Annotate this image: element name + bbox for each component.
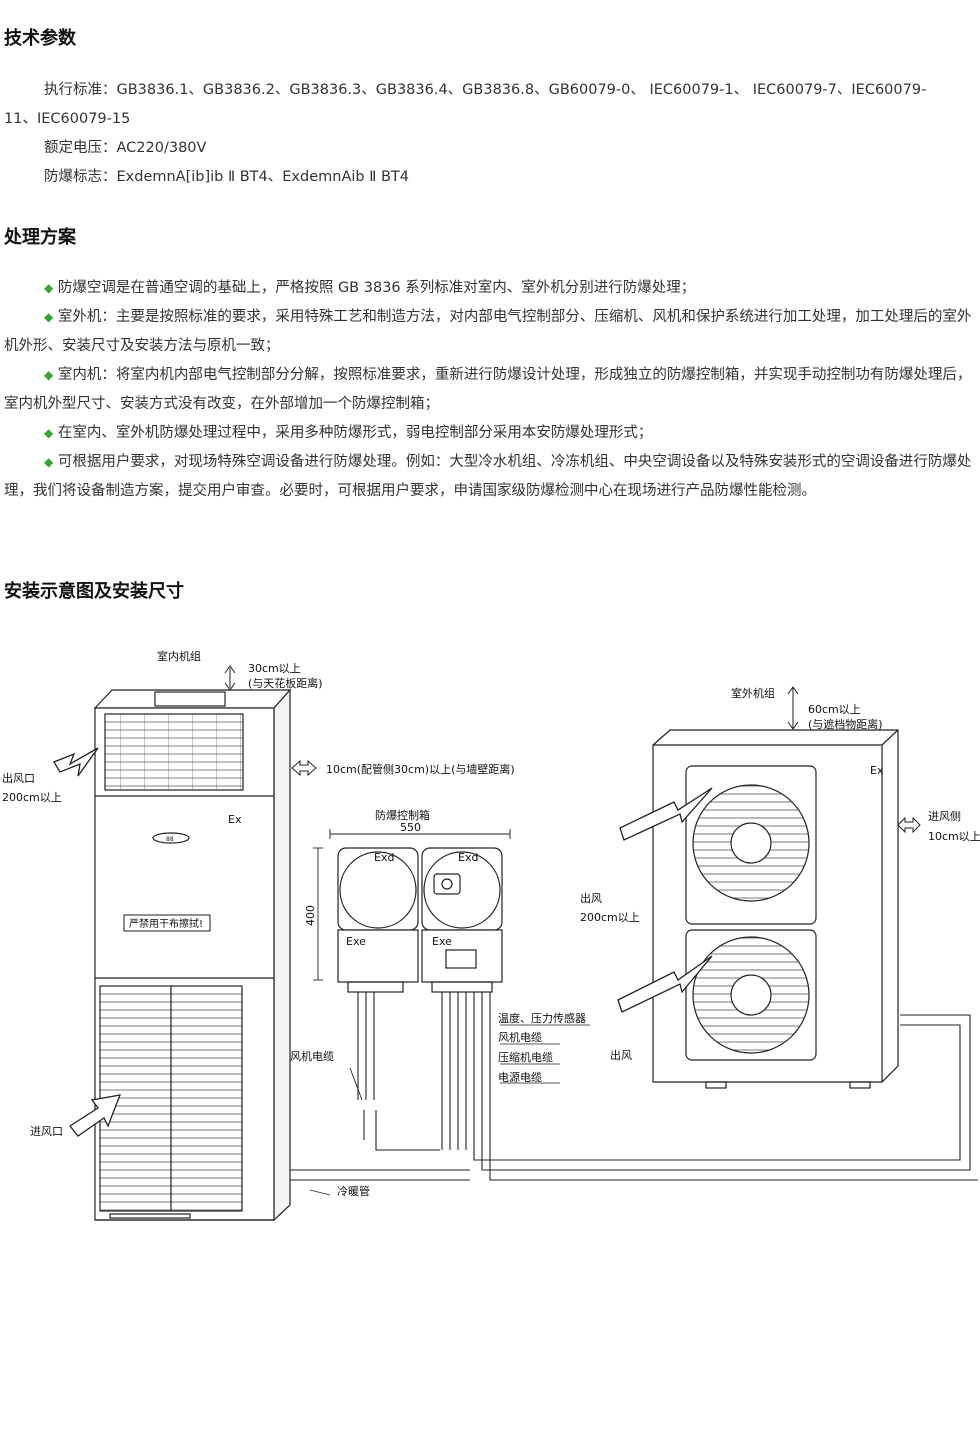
cable-routing: [290, 992, 978, 1196]
exe-label-left: Exe: [346, 935, 366, 948]
indoor-badge: 88: [166, 836, 174, 843]
outdoor-clearance-label: 60cm以上: [808, 703, 861, 716]
power-cable-label: 电源电缆: [498, 1070, 542, 1084]
outdoor-clearance-note: (与遮档物距离): [808, 717, 883, 731]
airflow-arrow-icon: [53, 747, 99, 777]
bullet-icon: ◆: [44, 426, 54, 440]
outdoor-outlet-label: 出风: [580, 891, 602, 905]
indoor-unit-label: 室内机组: [157, 649, 201, 663]
list-item: ◆ 室外机：主要是按照标准的要求，采用特殊工艺和制造方法，对内部电气控制部分、压…: [4, 309, 972, 354]
outdoor-ex-mark: Ex: [870, 764, 884, 777]
standards-value: GB3836.1、GB3836.2、GB3836.3、GB3836.4、GB38…: [116, 82, 927, 98]
standards-label: 执行标准：: [44, 82, 117, 98]
list-item: ◆ 室内机：将室内机内部电气控制部分分解，按照标准要求，重新进行防爆设计处理，形…: [4, 367, 972, 412]
pipe-label: 冷暖管: [337, 1184, 370, 1198]
double-arrow-icon: [897, 816, 921, 834]
explosion-proof-control-box: [313, 829, 511, 993]
bullet-icon: ◆: [44, 455, 54, 469]
double-arrow-icon: [224, 665, 236, 691]
ex-mark-value: ExdemnA[ib]ib Ⅱ BT4、ExdemnAib Ⅱ BT4: [116, 169, 410, 185]
treatment-heading: 处理方案: [4, 227, 76, 248]
box-width-dim: 550: [400, 821, 421, 834]
airflow-arrow-icon: [69, 1094, 122, 1137]
inlet-side-label: 进风侧: [928, 810, 961, 823]
standards-value-cont: 11、IEC60079-15: [4, 111, 131, 127]
top-clearance-label: 30cm以上: [248, 662, 301, 675]
voltage-label: 额定电压：: [44, 140, 117, 156]
list-item: ◆ 可根据用户要求，对现场特殊空调设备进行防爆处理。例如：大型冷水机组、冷冻机组…: [4, 454, 972, 499]
outlet-label: 出风口: [2, 771, 35, 785]
compressor-cable-label: 压缩机电缆: [498, 1050, 553, 1064]
exd-label-left: Exd: [374, 851, 394, 864]
treatment-list: ◆ 防爆空调是在普通空调的基础上，严格按照 GB 3836 系列标准对室内、室外…: [4, 274, 978, 506]
outdoor-outlet-label-2: 出风: [610, 1048, 632, 1062]
exe-label-right: Exe: [432, 935, 452, 948]
bullet-icon: ◆: [44, 310, 54, 324]
install-heading: 安装示意图及安装尺寸: [4, 581, 184, 602]
installation-diagram: 室内机组 30cm以上 (与天花板距离) 出风口 200cm以上 10cm(配管…: [2, 649, 980, 1222]
warning-label: 严禁用干布擦拭!: [129, 917, 203, 930]
inlet-side-distance: 10cm以上: [928, 830, 980, 843]
fan-cable-label: 风机电缆: [498, 1030, 542, 1044]
indoor-unit: [93, 688, 292, 1222]
tech-params-block: 执行标准：GB3836.1、GB3836.2、GB3836.3、GB3836.4…: [4, 76, 978, 192]
ex-mark-label: 防爆标志：: [44, 169, 117, 185]
outdoor-outlet-distance: 200cm以上: [580, 911, 640, 924]
airflow-arrow-icon: [619, 787, 713, 841]
side-clearance-label: 10cm(配管侧30cm)以上(与墙壁距离): [326, 762, 515, 776]
sensor-cable-label: 温度、压力传感器: [498, 1011, 586, 1025]
fan-cable-left-label: 风机电缆: [290, 1049, 334, 1063]
top-clearance-note: (与天花板距离): [248, 676, 323, 690]
double-arrow-icon: [291, 759, 317, 777]
inlet-label: 进风口: [30, 1125, 63, 1138]
tech-params-heading: 技术参数: [4, 28, 76, 49]
outdoor-unit-label: 室外机组: [731, 686, 775, 700]
list-item: ◆ 防爆空调是在普通空调的基础上，严格按照 GB 3836 系列标准对室内、室外…: [44, 280, 696, 296]
bullet-icon: ◆: [44, 281, 54, 295]
airflow-arrow-icon: [617, 955, 713, 1013]
outdoor-unit: [652, 729, 899, 1089]
control-box-label: 防爆控制箱: [375, 808, 430, 822]
indoor-ex-mark: Ex: [228, 813, 242, 826]
exd-label-right: Exd: [458, 851, 478, 864]
outlet-distance: 200cm以上: [2, 791, 62, 804]
double-arrow-icon: [787, 686, 799, 730]
bullet-icon: ◆: [44, 368, 54, 382]
voltage-value: AC220/380V: [116, 140, 207, 156]
list-item: ◆ 在室内、室外机防爆处理过程中，采用多种防爆形式，弱电控制部分采用本安防爆处理…: [44, 425, 653, 441]
box-height-dim: 400: [304, 905, 317, 926]
